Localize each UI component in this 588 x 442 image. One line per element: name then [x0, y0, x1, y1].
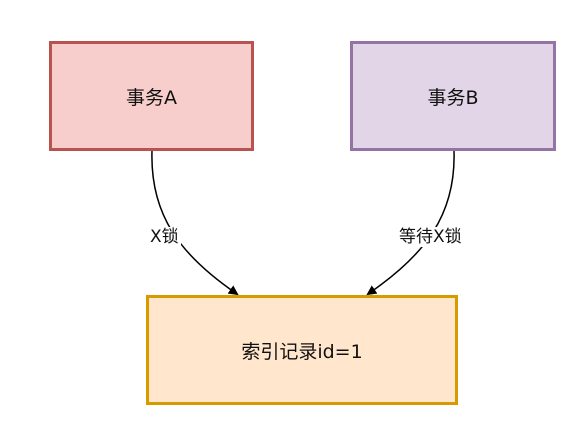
transaction-b-node: 事务B — [350, 41, 556, 151]
index-record-label: 索引记录id=1 — [241, 340, 363, 363]
edge-a-label: X锁 — [148, 227, 181, 247]
edge-a-to-record-line — [151, 150, 239, 296]
transaction-a-node: 事务A — [49, 41, 254, 151]
edge-b-to-record-line — [366, 150, 455, 296]
transaction-b-label: 事务B — [427, 86, 479, 109]
edge-b-label: 等待X锁 — [397, 227, 464, 247]
transaction-a-label: 事务A — [126, 86, 177, 109]
index-record-node: 索引记录id=1 — [146, 295, 458, 405]
